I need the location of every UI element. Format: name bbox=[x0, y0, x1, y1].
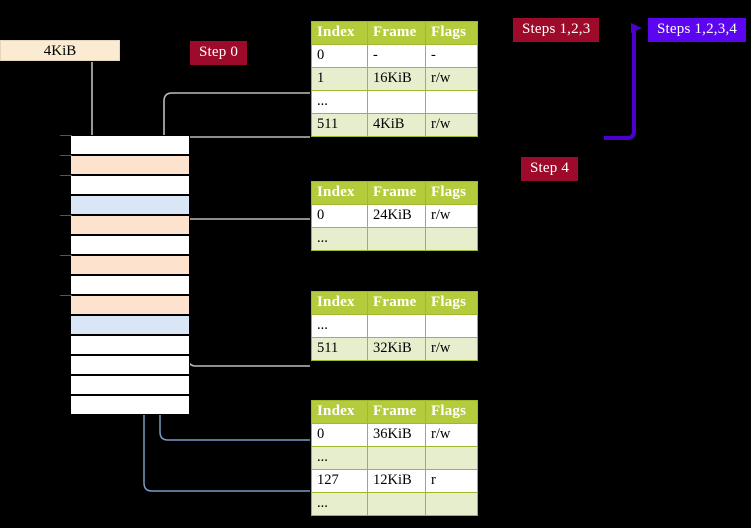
table-row: ... bbox=[311, 492, 478, 516]
table-row: ... bbox=[311, 90, 478, 114]
memory-frame-row bbox=[70, 195, 190, 215]
page-table-pdp: Index Frame Flags 0 24KiB r/w ... bbox=[311, 181, 478, 251]
cell-index: 511 bbox=[311, 113, 368, 137]
memory-tick bbox=[60, 155, 72, 156]
cell-frame bbox=[367, 492, 426, 516]
cell-index: 0 bbox=[311, 423, 368, 447]
column-header-index: Index bbox=[311, 21, 368, 45]
cell-frame: - bbox=[367, 44, 426, 68]
memory-size-label: 4KiB bbox=[0, 40, 120, 61]
table-row-highlighted: 511 4KiB r/w bbox=[311, 113, 478, 137]
cell-index: 511 bbox=[311, 337, 368, 361]
table-header-row: Index Frame Flags bbox=[311, 21, 478, 45]
cell-flags: r/w bbox=[425, 67, 478, 91]
memory-frame-row bbox=[70, 335, 190, 355]
wire-pdp-row0 bbox=[179, 218, 310, 245]
memory-frame-row bbox=[70, 155, 190, 175]
memory-frame-row bbox=[70, 295, 190, 315]
cell-flags bbox=[425, 492, 478, 516]
badge-steps-1-2-3-4: Steps 1,2,3,4 bbox=[648, 18, 747, 42]
table-row: ... bbox=[311, 227, 478, 251]
cell-frame: 12KiB bbox=[367, 469, 426, 493]
table-row: 511 32KiB r/w bbox=[311, 337, 478, 361]
badge-steps-1-2-3: Steps 1,2,3 bbox=[513, 18, 600, 42]
table-row: 0 - - bbox=[311, 44, 478, 68]
cell-flags bbox=[425, 90, 478, 114]
table-header-row: Index Frame Flags bbox=[311, 291, 478, 315]
cell-frame bbox=[367, 446, 426, 470]
cell-flags: r/w bbox=[425, 337, 478, 361]
column-header-index: Index bbox=[311, 400, 368, 424]
cell-flags: r/w bbox=[425, 423, 478, 447]
column-header-frame: Frame bbox=[367, 21, 426, 45]
cell-frame bbox=[367, 90, 426, 114]
memory-frame-row bbox=[70, 375, 190, 395]
cell-index: 0 bbox=[311, 204, 368, 228]
page-table-pd: Index Frame Flags ... 511 32KiB r/w bbox=[311, 291, 478, 361]
page-table-pml4: Index Frame Flags 0 - - 1 16KiB r/w ... bbox=[311, 21, 478, 137]
memory-tick bbox=[60, 215, 72, 216]
badge-step-4: Step 4 bbox=[521, 157, 579, 181]
cell-frame: 32KiB bbox=[367, 337, 426, 361]
table-header-row: Index Frame Flags bbox=[311, 181, 478, 205]
page-table-pt: Index Frame Flags 0 36KiB r/w ... 127 12… bbox=[311, 400, 478, 516]
memory-tick bbox=[60, 175, 72, 176]
table-row: 0 24KiB r/w bbox=[311, 204, 478, 228]
cell-index: 127 bbox=[311, 469, 368, 493]
table-row: 127 12KiB r bbox=[311, 469, 478, 493]
cell-index: 0 bbox=[311, 44, 368, 68]
column-header-flags: Flags bbox=[425, 181, 478, 205]
cell-index: ... bbox=[311, 314, 368, 338]
cell-frame: 24KiB bbox=[367, 204, 426, 228]
memory-frame-row bbox=[70, 255, 190, 275]
table-header-row: Index Frame Flags bbox=[311, 400, 478, 424]
cell-flags: - bbox=[425, 44, 478, 68]
table-row: ... bbox=[311, 314, 478, 338]
column-header-index: Index bbox=[311, 291, 368, 315]
cell-flags: r/w bbox=[425, 204, 478, 228]
memory-frame-row bbox=[70, 395, 190, 415]
cell-frame bbox=[367, 227, 426, 251]
column-header-index: Index bbox=[311, 181, 368, 205]
column-header-flags: Flags bbox=[425, 21, 478, 45]
cell-index: ... bbox=[311, 90, 368, 114]
memory-tick bbox=[60, 255, 72, 256]
badge-step-0: Step 0 bbox=[190, 41, 248, 65]
table-row: 0 36KiB r/w bbox=[311, 423, 478, 447]
cell-flags: r/w bbox=[425, 113, 478, 137]
column-header-frame: Frame bbox=[367, 400, 426, 424]
memory-frame-row bbox=[70, 275, 190, 295]
column-header-flags: Flags bbox=[425, 291, 478, 315]
memory-frame-row bbox=[70, 355, 190, 375]
cell-index: ... bbox=[311, 492, 368, 516]
memory-frame-row bbox=[70, 175, 190, 195]
column-header-flags: Flags bbox=[425, 400, 478, 424]
column-header-frame: Frame bbox=[367, 291, 426, 315]
memory-frame-row bbox=[70, 135, 190, 155]
cell-flags bbox=[425, 314, 478, 338]
cell-frame: 16KiB bbox=[367, 67, 426, 91]
memory-tick bbox=[60, 295, 72, 296]
cell-frame: 36KiB bbox=[367, 423, 426, 447]
wire-violet-bracket bbox=[604, 23, 642, 140]
cell-index: ... bbox=[311, 446, 368, 470]
column-header-frame: Frame bbox=[367, 181, 426, 205]
cell-frame bbox=[367, 314, 426, 338]
memory-frame-row bbox=[70, 215, 190, 235]
cell-index: 1 bbox=[311, 67, 368, 91]
wire-pd-511 bbox=[187, 322, 310, 367]
memory-frame-row bbox=[70, 315, 190, 335]
physical-memory-column bbox=[70, 135, 190, 415]
cell-index: ... bbox=[311, 227, 368, 251]
memory-tick bbox=[60, 135, 72, 136]
table-row: ... bbox=[311, 446, 478, 470]
cell-flags bbox=[425, 446, 478, 470]
table-row: 1 16KiB r/w bbox=[311, 67, 478, 91]
cell-frame: 4KiB bbox=[367, 113, 426, 137]
memory-frame-row bbox=[70, 235, 190, 255]
cell-flags: r bbox=[425, 469, 478, 493]
cell-flags bbox=[425, 227, 478, 251]
